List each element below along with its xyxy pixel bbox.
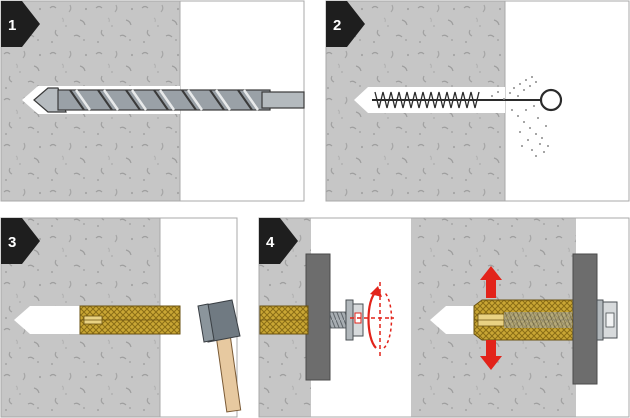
step-number: 4 <box>266 234 275 251</box>
anchor <box>80 306 180 334</box>
drill-bit-icon <box>34 88 304 112</box>
step-2-panel: 2 <box>326 1 629 201</box>
step-3-panel: 3 <box>1 218 241 417</box>
anchor-left <box>260 306 308 334</box>
step-number: 3 <box>8 234 16 251</box>
fixture-plate-left <box>306 254 330 380</box>
step-number: 1 <box>8 17 16 34</box>
step-1-panel: 1 <box>1 1 304 201</box>
fixture-plate-right <box>573 254 597 384</box>
anchor-right <box>474 300 576 340</box>
bolt-right <box>597 300 617 340</box>
step-number: 2 <box>333 17 341 34</box>
step-4-panel: 4 <box>259 218 629 417</box>
